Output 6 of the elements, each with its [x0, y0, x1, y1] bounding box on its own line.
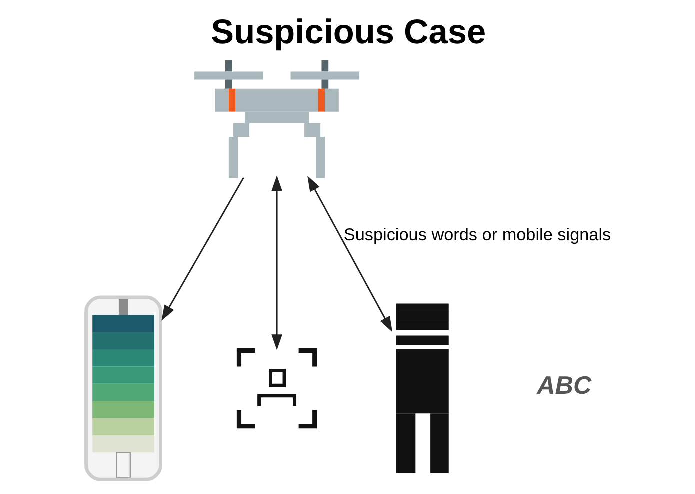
label: ABC: [537, 372, 592, 400]
arrow: [308, 176, 393, 332]
diagram-title: Suspicious Case: [211, 14, 486, 52]
edge-label: Suspicious words or mobile signals: [344, 224, 612, 245]
arrow: [272, 176, 282, 350]
arrow: [162, 178, 244, 321]
